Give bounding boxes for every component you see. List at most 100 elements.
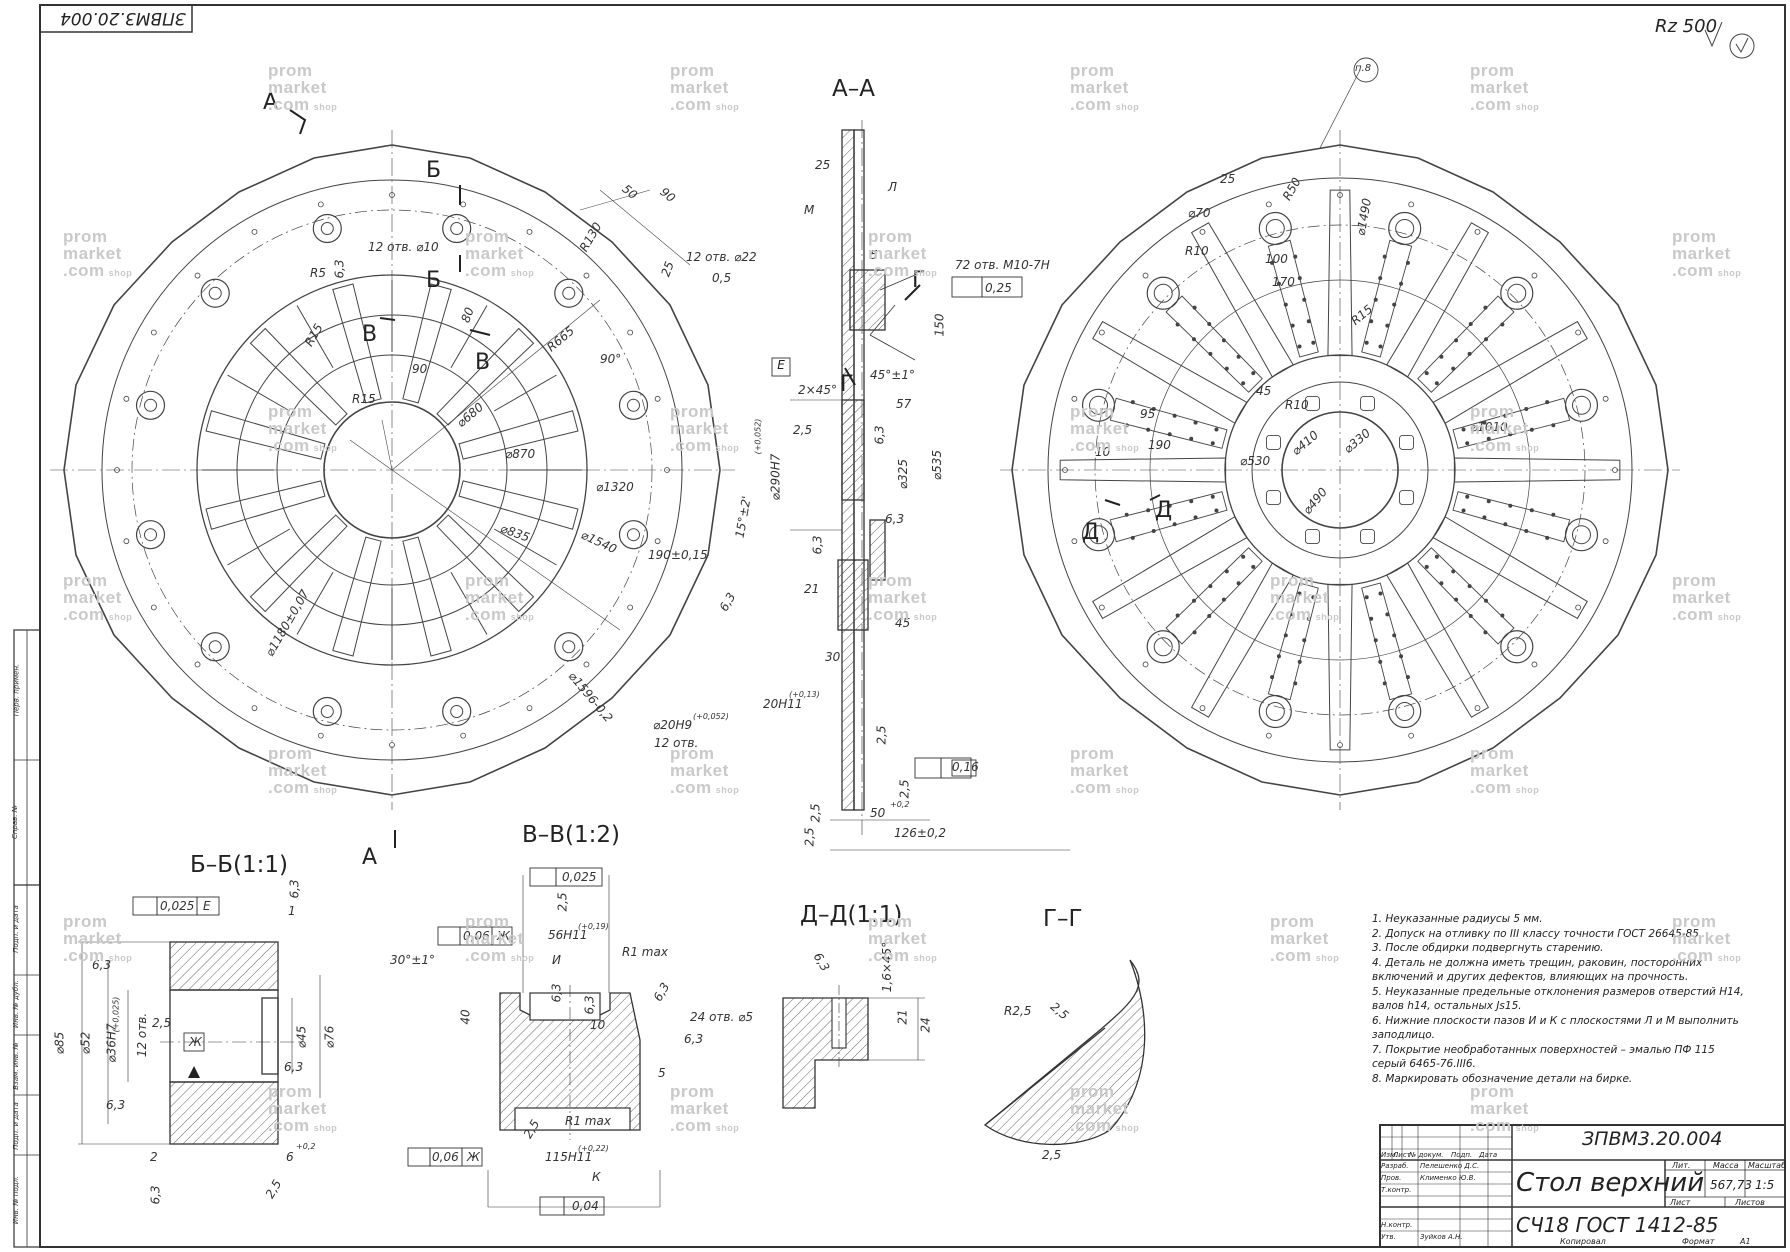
threaded-hole xyxy=(1306,616,1311,621)
dim: ⌀1010 xyxy=(1470,420,1508,434)
small-hole xyxy=(150,604,157,611)
threaded-hole xyxy=(1465,494,1470,499)
threaded-hole xyxy=(1270,260,1275,265)
bolt-hole-inner xyxy=(1395,219,1415,239)
dim: +0,2 xyxy=(296,1142,316,1151)
side-stamp-label: Справ. № xyxy=(11,804,20,840)
tb-role: Разраб. xyxy=(1381,1162,1409,1170)
cut-letter-g-2: Г xyxy=(840,372,854,397)
dim: 100 xyxy=(1265,252,1288,266)
section-vv xyxy=(407,867,661,1216)
small-hole xyxy=(460,732,467,739)
threaded-hole xyxy=(1221,338,1226,343)
threaded-hole xyxy=(1270,675,1275,680)
title-block xyxy=(1379,1124,1786,1248)
bolt-hole-inner xyxy=(562,286,576,300)
threaded-hole xyxy=(1392,302,1397,307)
threaded-hole xyxy=(1467,584,1472,589)
rib xyxy=(296,305,334,369)
threaded-hole xyxy=(1369,616,1374,621)
threaded-hole xyxy=(1175,613,1180,618)
dim: 12 отв. ⌀10 xyxy=(368,240,439,254)
threaded-hole xyxy=(1439,354,1444,359)
dim: 0,25 xyxy=(985,281,1012,295)
pocket xyxy=(1399,434,1414,450)
left-plan-view xyxy=(50,130,735,810)
small-hole xyxy=(627,604,634,611)
dim: Ж xyxy=(497,929,510,943)
threaded-hole xyxy=(1224,366,1229,371)
dim: (+0,22) xyxy=(578,1144,609,1153)
dim: 190 xyxy=(1148,438,1171,452)
section-vv-title: В–В(1:2) xyxy=(522,822,621,848)
bolt-hole-inner xyxy=(144,398,158,412)
threaded-hole xyxy=(1545,535,1550,540)
bolt-hole-inner xyxy=(1265,219,1285,239)
threaded-hole xyxy=(1251,564,1256,569)
threaded-hole xyxy=(1451,366,1456,371)
small-hole xyxy=(1408,732,1415,739)
bolt-hole-inner xyxy=(1089,395,1109,415)
bolt-hole-inner xyxy=(208,286,222,300)
threaded-hole xyxy=(1236,354,1241,359)
dim: 170 xyxy=(1272,275,1295,289)
threaded-hole xyxy=(1167,503,1172,508)
dim: 72 отв. М10-7H xyxy=(955,258,1050,272)
threaded-hole xyxy=(1545,400,1550,405)
tb-name: Стол верхний xyxy=(1516,1168,1705,1198)
dim: ⌀290H7 xyxy=(768,453,783,501)
dim: (+0,13) xyxy=(789,690,820,699)
threaded-hole xyxy=(1207,614,1212,619)
small-hole xyxy=(1265,732,1272,739)
bolt-hole xyxy=(1388,211,1422,246)
dim: 5 xyxy=(870,248,878,262)
dim: 90 xyxy=(412,362,428,376)
threaded-hole xyxy=(1484,337,1489,342)
threaded-hole xyxy=(1373,638,1378,643)
threaded-hole xyxy=(1290,612,1295,617)
threaded-hole xyxy=(1382,681,1387,686)
small-hole xyxy=(1337,192,1343,198)
small-hole xyxy=(123,395,130,402)
small-hole xyxy=(114,467,120,473)
threaded-hole xyxy=(1364,340,1369,345)
threaded-hole xyxy=(1221,597,1226,602)
rib xyxy=(450,571,488,635)
threaded-hole xyxy=(1297,276,1302,281)
dim: ⌀76 xyxy=(322,1025,337,1049)
threaded-hole xyxy=(1451,569,1456,574)
tb-row-label: Дата xyxy=(1479,1151,1498,1159)
dim: 20H11 xyxy=(763,697,803,711)
rib xyxy=(227,374,291,412)
tb-sheet-label: Лист xyxy=(1670,1198,1691,1207)
tb-role: Н.контр. xyxy=(1381,1221,1413,1229)
threaded-hole xyxy=(1290,323,1295,328)
slot xyxy=(1361,582,1413,701)
dim: 6,3 xyxy=(582,995,597,1015)
threaded-hole xyxy=(1214,427,1219,432)
threaded-hole xyxy=(1483,305,1488,310)
dim: R2,5 xyxy=(1004,1004,1032,1018)
dim: И xyxy=(552,953,561,967)
rib xyxy=(1386,562,1490,718)
dim: 12 отв. xyxy=(135,1012,150,1058)
dim: ⌀70 xyxy=(1188,206,1211,220)
threaded-hole xyxy=(1283,633,1288,638)
bolt-hole-inner xyxy=(626,528,640,542)
threaded-hole xyxy=(1297,344,1302,349)
right-plan-view xyxy=(1000,57,1680,810)
threaded-hole xyxy=(1508,503,1513,508)
threaded-hole xyxy=(1130,400,1135,405)
dim: 24 xyxy=(918,1017,933,1033)
tb-role: Т.контр. xyxy=(1381,1186,1412,1194)
cut-letter-v-2: В xyxy=(475,350,491,375)
threaded-hole xyxy=(1124,423,1129,428)
